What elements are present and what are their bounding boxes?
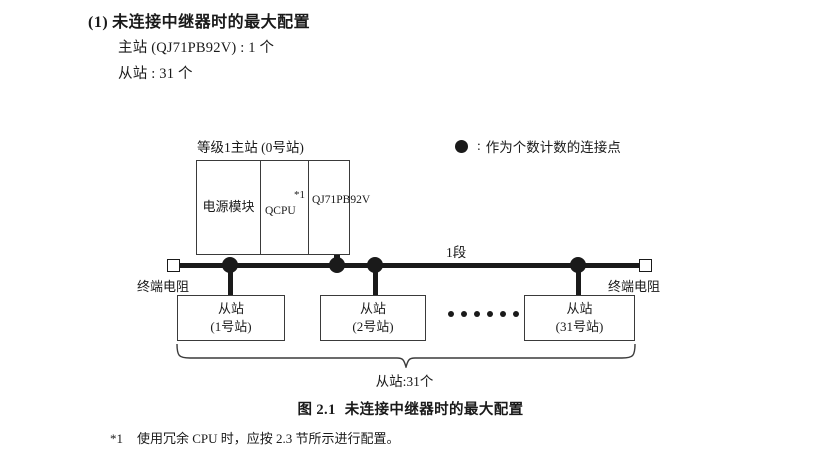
terminator-left-label: 终端电阻 bbox=[137, 279, 190, 294]
power-module-label: 电源模块 bbox=[202, 199, 255, 215]
slave-group-caption: 从站:31个 bbox=[375, 374, 434, 389]
footnote-text: 使用冗余 CPU 时，应按 2.3 节所示进行配置。 bbox=[137, 431, 400, 446]
figure-title: 未连接中继器时的最大配置 bbox=[344, 402, 524, 418]
bus-trunk-line bbox=[176, 263, 646, 268]
section-title: 未连接中继器时的最大配置 bbox=[112, 14, 311, 31]
slave-drop-lead bbox=[576, 268, 581, 296]
legend-colon: : bbox=[477, 138, 481, 153]
master-station-box: 电源模块 *1 QCPU QJ71 PB92V bbox=[196, 160, 370, 255]
cpu-footnote-marker: *1 bbox=[294, 189, 305, 201]
ellipsis-icon bbox=[448, 311, 519, 317]
connection-node-icon bbox=[222, 257, 238, 273]
segment-label: 1段 bbox=[446, 245, 467, 260]
slave-station-number: (2号站) bbox=[352, 319, 394, 334]
slave-station-title: 从站 bbox=[359, 301, 386, 317]
slave-drop-lead bbox=[373, 268, 378, 296]
power-module-cell: 电源模块 bbox=[197, 161, 261, 254]
terminator-right-label: 终端电阻 bbox=[608, 279, 661, 294]
network-module-cell: QJ71 PB92V bbox=[309, 161, 370, 254]
master-station-label: 等级1主站 (0号站) bbox=[197, 140, 304, 155]
footnote: *1 使用冗余 CPU 时，应按 2.3 节所示进行配置。 bbox=[110, 428, 400, 447]
footnote-marker: *1 bbox=[110, 431, 123, 446]
slave-station-box: 从站 (2号站) bbox=[320, 295, 426, 341]
section-heading: (1)未连接中继器时的最大配置 bbox=[88, 8, 310, 32]
slave-station-title: 从站 bbox=[217, 301, 244, 317]
connection-node-icon bbox=[570, 257, 586, 273]
slave-station-box: 从站 (31号站) bbox=[524, 295, 635, 341]
network-module-label-line1: QJ71 bbox=[312, 194, 337, 206]
legend-label: 作为个数计数的连接点 bbox=[485, 140, 621, 155]
connection-node-icon bbox=[367, 257, 383, 273]
section-number: (1) bbox=[88, 14, 109, 31]
terminator-left-icon bbox=[167, 259, 180, 272]
connection-node-icon bbox=[329, 257, 345, 273]
figure-number: 图 2.1 bbox=[297, 402, 336, 418]
terminator-right-icon bbox=[639, 259, 652, 272]
cpu-module-label: QCPU bbox=[265, 205, 296, 217]
slave-station-title: 从站 bbox=[566, 301, 593, 317]
slave-drop-lead bbox=[228, 268, 233, 296]
slave-group-brace-icon bbox=[172, 343, 640, 370]
figure-caption: 图 2.1 未连接中继器时的最大配置 bbox=[0, 398, 821, 419]
cpu-module-cell: *1 QCPU bbox=[261, 161, 309, 254]
slave-station-box: 从站 (1号站) bbox=[177, 295, 285, 341]
spec-master-count: 主站 (QJ71PB92V) : 1 个 bbox=[118, 40, 275, 56]
filled-circle-icon bbox=[455, 139, 468, 153]
slave-station-number: (1号站) bbox=[210, 319, 252, 334]
legend: : 作为个数计数的连接点 bbox=[455, 136, 621, 156]
spec-slave-count: 从站 : 31 个 bbox=[118, 66, 193, 82]
slave-station-number: (31号站) bbox=[555, 319, 604, 334]
network-module-label-line2: PB92V bbox=[336, 194, 371, 206]
